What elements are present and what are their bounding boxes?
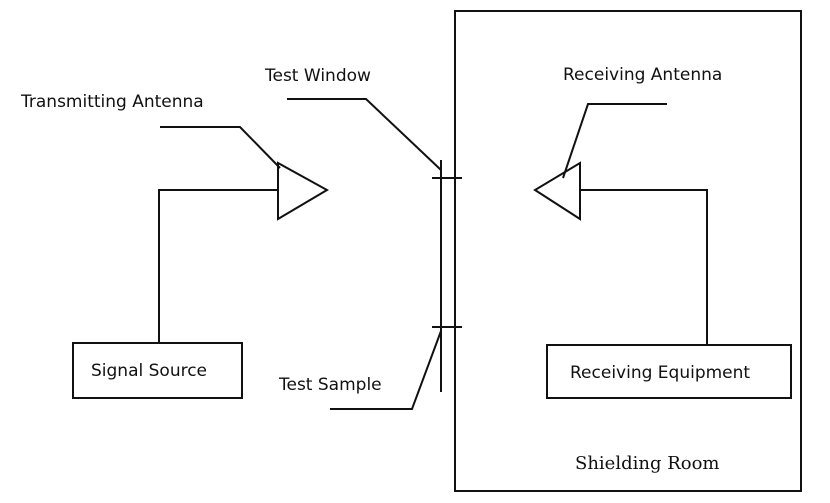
receiving-equipment-box bbox=[546, 344, 792, 399]
signal-source-box bbox=[72, 342, 243, 399]
test-sample-label: Test Sample bbox=[279, 375, 382, 395]
shielding-room-enclosure bbox=[454, 10, 802, 492]
test-sample-leader bbox=[330, 330, 442, 410]
signal-source-label: Signal Source bbox=[91, 361, 208, 381]
shielding-room-label: Shielding Room bbox=[575, 453, 720, 474]
transmitting-antenna-label: Transmitting Antenna bbox=[21, 92, 204, 112]
transmitting-antenna-leader bbox=[160, 126, 281, 169]
receive-cable bbox=[580, 189, 708, 345]
test-window-leader bbox=[287, 98, 442, 171]
test-window-label: Test Window bbox=[265, 66, 371, 86]
transmitting-antenna-icon bbox=[277, 161, 330, 221]
receiving-equipment-label: Receiving Equipment bbox=[570, 363, 751, 383]
receiving-antenna-icon bbox=[533, 161, 581, 221]
receiving-antenna-label: Receiving Antenna bbox=[563, 65, 723, 85]
transmit-cable bbox=[158, 189, 278, 343]
receiving-antenna-leader bbox=[562, 103, 667, 179]
